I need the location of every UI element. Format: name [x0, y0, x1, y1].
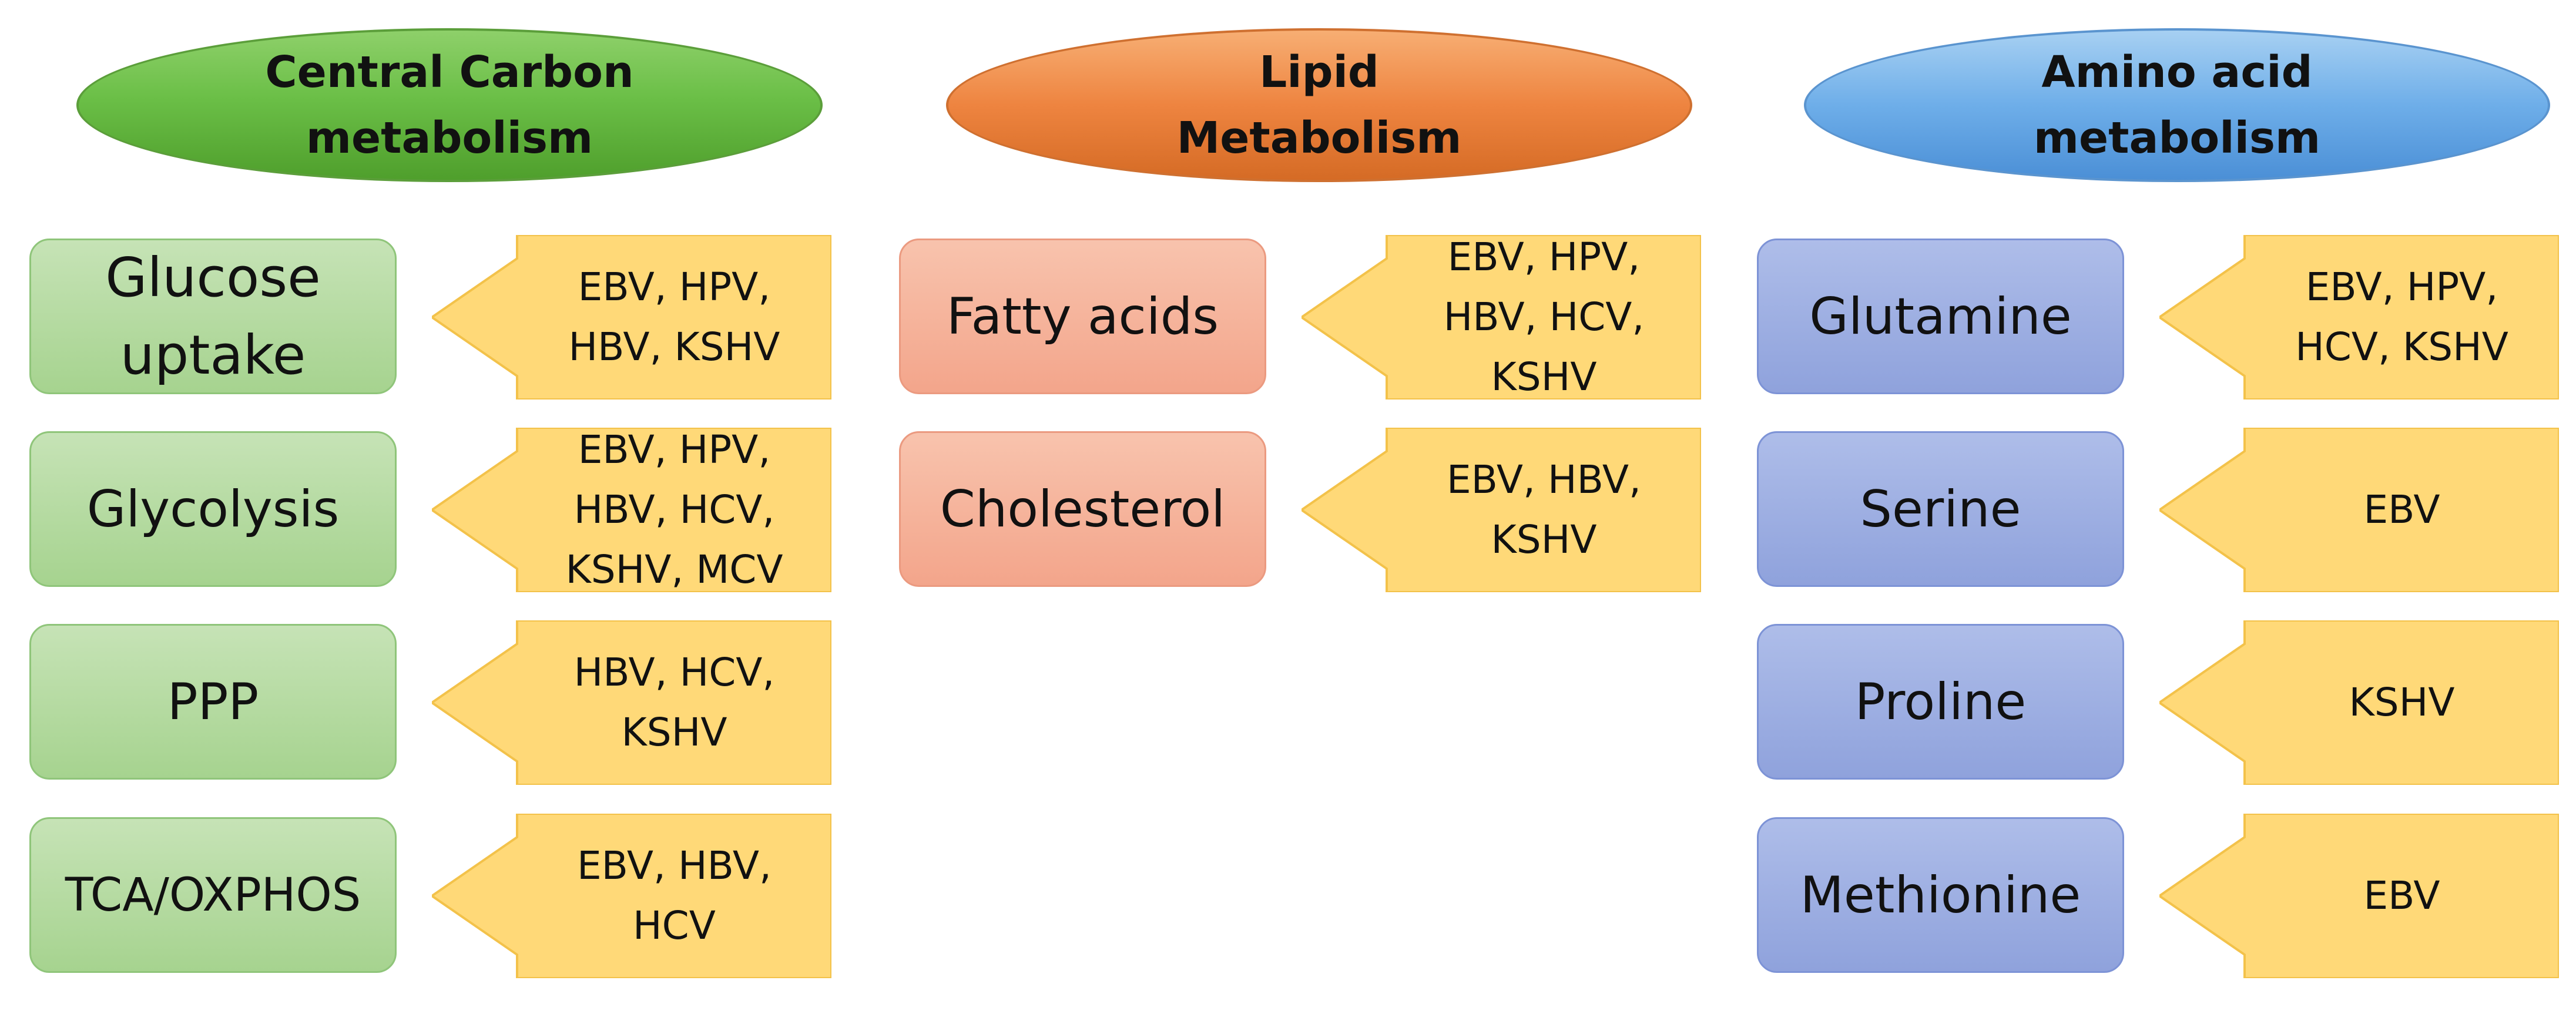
lipid-header: Lipid Metabolism [946, 28, 1692, 182]
lipid-title: Lipid Metabolism [1176, 47, 1462, 163]
virus-arrow: EBV, HPV, HBV, KSHV [432, 235, 831, 399]
virus-arrow: EBV, HPV, HBV, HCV, KSHV [1302, 234, 1701, 399]
virus-arrow: EBV, HBV, KSHV [1302, 428, 1701, 592]
pathway-row-tca-oxphos: TCA/OXPHOS EBV, HBV, HCV [29, 814, 852, 978]
left-arrow-shape [2159, 235, 2559, 399]
left-arrow-shape [432, 428, 831, 592]
virus-list: EBV [2363, 487, 2440, 532]
pathway-row-ppp: PPP HBV, HCV, KSHV [29, 620, 852, 785]
pathway-row-methionine: Methionine EBV [1757, 814, 2576, 978]
amino-acid-title: Amino acid metabolism [2033, 47, 2321, 163]
virus-list: EBV, HPV, HBV, HCV, KSHV [1443, 234, 1645, 399]
amino-acid-header: Amino acid metabolism [1804, 28, 2550, 182]
pathway-row-serine: Serine EBV [1757, 428, 2576, 592]
pathway-row-proline: Proline KSHV [1757, 620, 2576, 785]
left-arrow-shape [432, 235, 831, 399]
pathway-box-proline: Proline [1757, 624, 2124, 780]
left-arrow-shape [2159, 428, 2559, 592]
pathway-box-ppp: PPP [29, 624, 397, 780]
left-arrow-shape [1302, 428, 1701, 592]
pathway-box-glycolysis: Glycolysis [29, 431, 397, 587]
central-carbon-header: Central Carbon metabolism [76, 28, 823, 182]
pathway-box-tca-oxphos: TCA/OXPHOS [29, 817, 397, 973]
virus-arrow: EBV, HPV, HCV, KSHV [2159, 235, 2559, 399]
virus-list: KSHV [2349, 680, 2455, 725]
pathway-box-fatty-acids: Fatty acids [899, 239, 1266, 394]
virus-list: EBV [2363, 873, 2440, 918]
virus-list: HBV, HCV, KSHV [573, 650, 775, 755]
central-carbon-column: Central Carbon metabolism Glucose uptake… [29, 0, 852, 1014]
pathway-row-glycolysis: Glycolysis EBV, HPV, HBV, HCV, KSHV, MCV [29, 427, 852, 592]
virus-list: EBV, HPV, HCV, KSHV [2295, 264, 2508, 370]
virus-arrow: EBV [2159, 428, 2559, 592]
pathway-row-glucose-uptake: Glucose uptake EBV, HPV, HBV, KSHV [29, 235, 852, 399]
left-arrow-shape [2159, 814, 2559, 978]
pathway-row-glutamine: Glutamine EBV, HPV, HCV, KSHV [1757, 235, 2576, 399]
pathway-box-glutamine: Glutamine [1757, 239, 2124, 394]
left-arrow-shape [432, 814, 831, 978]
virus-list: EBV, HBV, KSHV [1446, 457, 1642, 562]
pathway-box-glucose-uptake: Glucose uptake [29, 239, 397, 394]
pathway-row-cholesterol: Cholesterol EBV, HBV, KSHV [899, 428, 1722, 592]
left-arrow-shape [432, 620, 831, 785]
virus-arrow: EBV [2159, 814, 2559, 978]
virus-list: EBV, HPV, HBV, HCV, KSHV, MCV [565, 427, 783, 592]
virus-arrow: EBV, HBV, HCV [432, 814, 831, 978]
left-arrow-shape [1302, 235, 1701, 399]
virus-arrow: EBV, HPV, HBV, HCV, KSHV, MCV [432, 427, 831, 592]
central-carbon-title: Central Carbon metabolism [265, 47, 634, 163]
pathway-box-cholesterol: Cholesterol [899, 431, 1266, 587]
pathway-box-serine: Serine [1757, 431, 2124, 587]
lipid-column: Lipid Metabolism Fatty acids EBV, HPV, H… [899, 0, 1722, 1014]
virus-arrow: HBV, HCV, KSHV [432, 620, 831, 785]
pathway-box-methionine: Methionine [1757, 817, 2124, 973]
virus-list: EBV, HBV, HCV [576, 843, 772, 948]
pathway-row-fatty-acids: Fatty acids EBV, HPV, HBV, HCV, KSHV [899, 234, 1722, 399]
amino-acid-column: Amino acid metabolism Glutamine EBV, HPV… [1757, 0, 2576, 1014]
virus-arrow: KSHV [2159, 620, 2559, 785]
virus-list: EBV, HPV, HBV, KSHV [568, 264, 780, 370]
left-arrow-shape [2159, 620, 2559, 785]
